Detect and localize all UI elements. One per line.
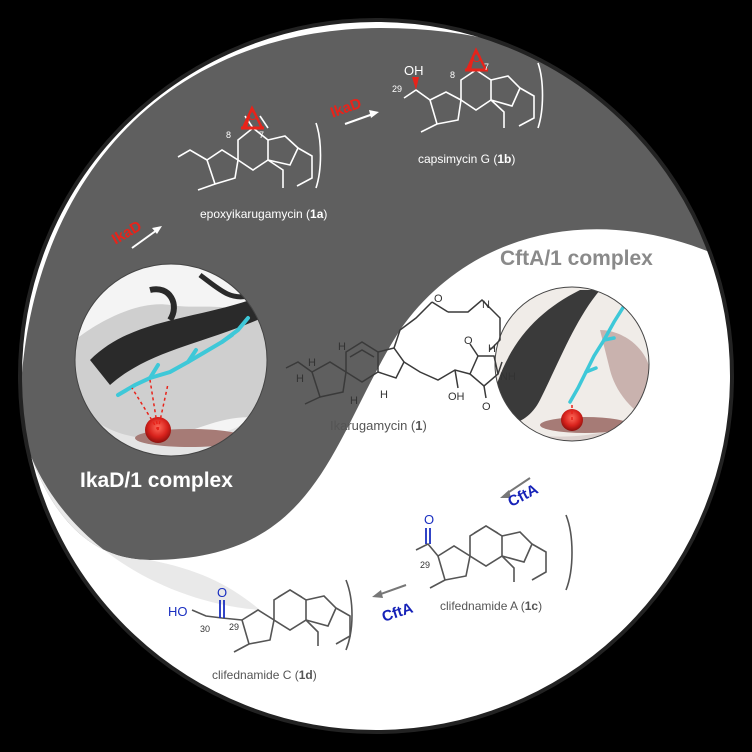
atom-label-7b: 7 <box>484 62 489 72</box>
compound-1a-epoxide: O 8 7 <box>226 105 264 140</box>
compound-1b-label: capsimycin G (1b) <box>418 152 515 166</box>
epoxide-oxygen-label: O <box>248 109 257 123</box>
atom-label-7: 7 <box>259 130 264 140</box>
cfta-binding-pocket <box>494 286 650 442</box>
h-label-5: H <box>380 389 388 401</box>
compound-1a-label: epoxyikarugamycin (1a) <box>200 207 327 221</box>
o-label-1: O <box>434 293 443 305</box>
h-label-1: H <box>308 357 316 369</box>
compound-1b-hydroxyl: OH 29 <box>392 63 424 94</box>
nh-label: NH <box>500 371 516 383</box>
hydroxyl-label-2: HO <box>168 604 188 619</box>
atom-label-29c: 29 <box>420 560 430 570</box>
atom-label-29d: 29 <box>229 622 239 632</box>
compound-1d-structure <box>191 579 353 653</box>
atom-label-8: 8 <box>226 130 231 140</box>
compound-1d-label: clifednamide C (1d) <box>212 668 317 682</box>
n-label-1: N <box>482 299 490 311</box>
h-label-3: H <box>338 341 346 353</box>
ketone-oxygen-label: O <box>424 512 434 527</box>
ketone-oxygen-label-2: O <box>217 585 227 600</box>
ikad-complex-title: IkaD/1 complex <box>80 469 233 492</box>
compound-1a-structure <box>177 115 322 191</box>
compound-1b-epoxide: O 8 7 <box>450 47 489 80</box>
compound-1c-structure <box>429 514 573 591</box>
outer-ring <box>18 18 734 734</box>
compound-1c-label: clifednamide A (1c) <box>440 599 542 613</box>
compound-1-label: Ikarugamycin (1) <box>330 418 427 433</box>
epoxide-oxygen-label-2: O <box>472 51 481 65</box>
h-label-4: H <box>350 395 358 407</box>
atom-label-8b: 8 <box>450 70 455 80</box>
compound-1-atom-labels: H H H H H H O N O NH O OH <box>296 293 516 413</box>
atom-label-30: 30 <box>200 624 210 634</box>
compound-1c-ketone: O 29 <box>415 512 439 570</box>
h-label-6: H <box>488 343 496 355</box>
o-label-3: O <box>482 401 491 413</box>
o-label-2: O <box>464 335 473 347</box>
h-label-2: H <box>296 373 304 385</box>
compound-1-structure <box>285 298 503 405</box>
oh-label: OH <box>448 391 465 403</box>
compound-1b-structure <box>403 62 544 133</box>
compound-1d-ketone: O HO 30 29 <box>168 585 239 634</box>
cfta-complex-title: CftA/1 complex <box>500 247 653 270</box>
atom-label-29: 29 <box>392 84 402 94</box>
hydroxyl-label: OH <box>404 63 424 78</box>
